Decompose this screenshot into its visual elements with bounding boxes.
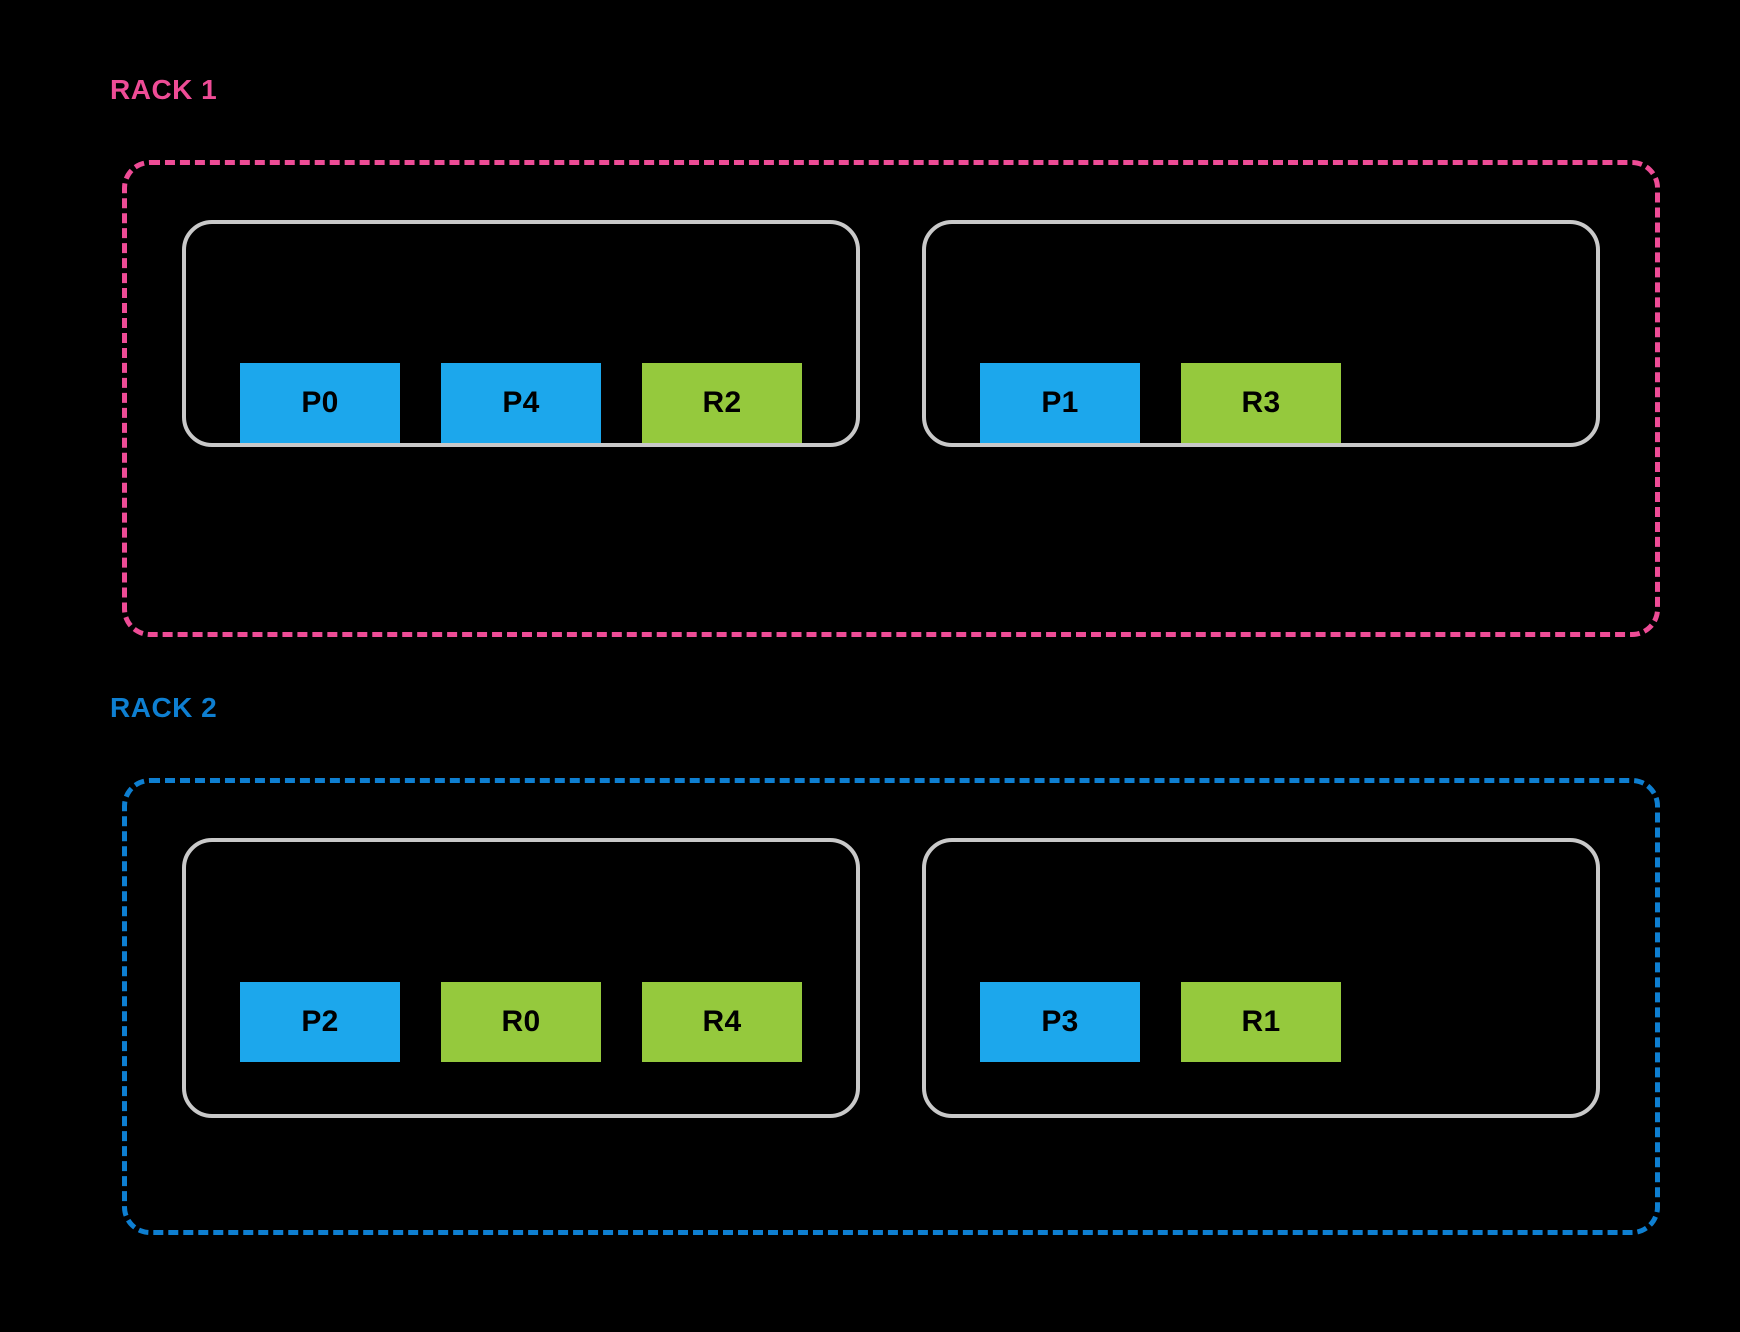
rack-label-1: RACK 1 — [110, 74, 218, 105]
partition-chip-p1: P1 — [980, 363, 1140, 443]
rack-label-2: RACK 2 — [110, 692, 218, 723]
node-container-2-2 — [922, 838, 1600, 1118]
node-container-1-2 — [922, 220, 1600, 447]
replica-chip-r2: R2 — [642, 363, 802, 443]
node-container-2-1 — [182, 838, 860, 1118]
replica-chip-r1: R1 — [1181, 982, 1341, 1062]
node-container-1-1 — [182, 220, 860, 447]
replica-chip-r4: R4 — [642, 982, 802, 1062]
rack-boundary-2 — [122, 778, 1660, 1235]
rack-boundary-1 — [122, 160, 1660, 637]
partition-chip-p4: P4 — [441, 363, 601, 443]
replica-chip-r3: R3 — [1181, 363, 1341, 443]
replica-chip-r0: R0 — [441, 982, 601, 1062]
partition-chip-p3: P3 — [980, 982, 1140, 1062]
partition-chip-p0: P0 — [240, 363, 400, 443]
partition-chip-p2: P2 — [240, 982, 400, 1062]
